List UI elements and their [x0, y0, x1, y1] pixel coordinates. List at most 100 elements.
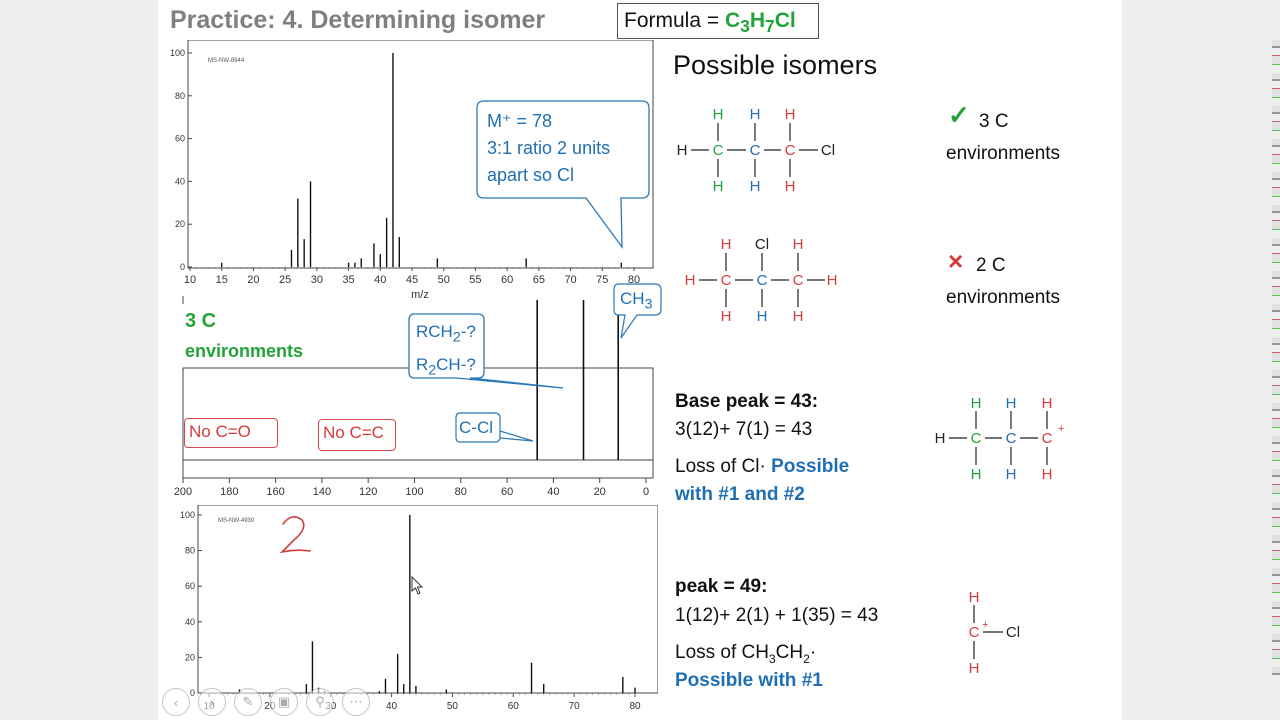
formula-prefix: Formula =	[624, 9, 725, 32]
ms2-ytick-label: 60	[185, 581, 195, 591]
peak49-loss-pre: Loss of CH	[675, 642, 769, 663]
peak49-title: peak = 49:	[675, 576, 768, 597]
mouse-cursor-icon	[411, 576, 424, 595]
possible-isomers-heading: Possible isomers	[673, 50, 878, 80]
peak49-calc: 1(12)+ 2(1) + 1(35) = 43	[675, 605, 879, 626]
r2ch-tail: CH-?	[436, 355, 476, 375]
rch2-tail: -?	[460, 322, 476, 341]
atom-h: H	[969, 589, 980, 606]
zoom-icon[interactable]: ⚲	[306, 688, 334, 716]
ms1-xtick-label: 40	[374, 274, 386, 286]
atom-h: H	[971, 395, 982, 412]
atom-c: C	[1006, 430, 1017, 447]
ms1-label: MS-NW-8944	[208, 58, 245, 64]
ms1-xtick-label: 75	[596, 274, 608, 286]
slides-grid-icon[interactable]: ▣	[270, 688, 298, 716]
nmr-xtick-label: 120	[359, 486, 377, 498]
base-peak-title: Base peak = 43:	[675, 391, 819, 412]
rch2-callout-bubble	[408, 313, 564, 389]
ms1-callout-line2: 3:1 ratio 2 units	[487, 138, 611, 158]
pen-icon[interactable]: ✎	[234, 688, 262, 716]
ms2-xtick-label: 50	[447, 701, 459, 712]
left-margin	[0, 0, 158, 720]
nmr-xtick-label: 140	[313, 486, 331, 498]
ms1-callout-line1: M⁺ = 78	[487, 111, 553, 131]
ms1-ytick-label: 80	[175, 91, 185, 101]
next-slide-icon[interactable]: ›	[198, 688, 226, 716]
peak49-sub2: 2	[803, 651, 810, 666]
ms2-ytick-label: 0	[190, 688, 195, 698]
atom-h: H	[1006, 466, 1017, 483]
nmr-xtick-label: 0	[643, 486, 649, 498]
peak49-loss: Loss of CH3CH2·	[675, 639, 816, 673]
peak49-sub3: 3	[768, 651, 776, 666]
atom-cl: Cl	[1006, 624, 1020, 641]
atom-h: H	[969, 660, 980, 677]
atom-c: C	[757, 272, 768, 289]
isomer-2-line2: environments	[946, 287, 1061, 308]
ms1-callout-bubble	[476, 100, 650, 250]
formula-value: C3H7Cl	[724, 9, 796, 36]
base-peak-possible: Possible	[771, 456, 850, 477]
ms1-ytick-label: 20	[175, 219, 185, 229]
ms1-xtick-label: 10	[184, 274, 196, 286]
formula-h: H	[749, 9, 766, 32]
ch3-text: CH	[620, 289, 645, 308]
formula-box: Formula = C3H7Cl	[617, 3, 819, 39]
ms2-ytick-label: 80	[185, 546, 195, 556]
ms2-ytick-label: 20	[185, 652, 195, 662]
r2ch-line: R2CH-?	[416, 351, 476, 384]
ms2-label: MS-NW-4930	[218, 518, 255, 524]
atom-h: H	[1006, 395, 1017, 412]
previous-slide-icon[interactable]: ‹	[162, 688, 190, 716]
slide-title: Practice: 4. Determining isomer	[170, 6, 546, 34]
atom-h: H	[1042, 395, 1053, 412]
atom-h: H	[827, 272, 838, 289]
rch2-text: RCH	[416, 322, 453, 341]
ms1-xtick-label: 70	[564, 274, 576, 286]
isomer-2-cross-icon: ×	[948, 246, 964, 276]
atom-c: C	[969, 624, 980, 641]
nmr-xtick-label: 60	[501, 486, 513, 498]
atom-h: H	[721, 236, 732, 253]
atom-h: H	[685, 272, 696, 289]
ms1-xtick-label: 30	[311, 274, 323, 286]
atom-c: C	[1042, 430, 1053, 447]
isomer-1-line1: 3 C	[979, 111, 1009, 132]
formula-cl: Cl	[774, 9, 796, 32]
ms1-xtick-label: 25	[279, 274, 291, 286]
ms1-callout: M⁺ = 78 3:1 ratio 2 units apart so Cl	[487, 108, 610, 189]
atom-c: C	[713, 142, 724, 159]
slide: Practice: 4. Determining isomer Formula …	[158, 0, 1122, 720]
ms2-ytick-label: 40	[185, 617, 195, 627]
ms1-ytick-label: 0	[180, 262, 185, 272]
atom-c: C	[785, 142, 796, 159]
ms1-ytick-label: 60	[175, 134, 185, 144]
peak49-loss-mid: CH	[775, 642, 804, 663]
atom-h: H	[677, 142, 688, 159]
rch2-sub: 2	[452, 329, 461, 346]
ms1-frame	[187, 40, 654, 269]
ms1-xtick-label: 60	[501, 274, 513, 286]
atom-h: H	[1042, 466, 1053, 483]
ms2-xtick-label: 80	[629, 701, 641, 712]
nmr-xtick-label: 200	[174, 486, 192, 498]
atom-h: H	[757, 308, 768, 325]
ms2-ytick-label: 100	[180, 510, 195, 520]
atom-h: H	[785, 178, 796, 195]
ms1-xtick-label: 80	[628, 274, 640, 286]
ms1-xtick-label: 65	[533, 274, 545, 286]
ccl-callout-bubble	[455, 412, 534, 443]
more-options-icon[interactable]: ⋯	[342, 688, 370, 716]
ccl-callout: C-Cl	[459, 418, 493, 437]
ms2-xtick-label: 40	[386, 701, 398, 712]
formula-c: C	[724, 9, 741, 32]
base-peak-loss: Loss of Cl·	[675, 456, 766, 477]
ch3-sub: 3	[644, 296, 653, 313]
ch3-callout: CH3	[620, 287, 652, 316]
r2ch-text: R	[416, 355, 429, 375]
atom-h: H	[713, 178, 724, 195]
ch3-callout-bubble	[613, 283, 662, 339]
atom-h: H	[750, 106, 761, 123]
